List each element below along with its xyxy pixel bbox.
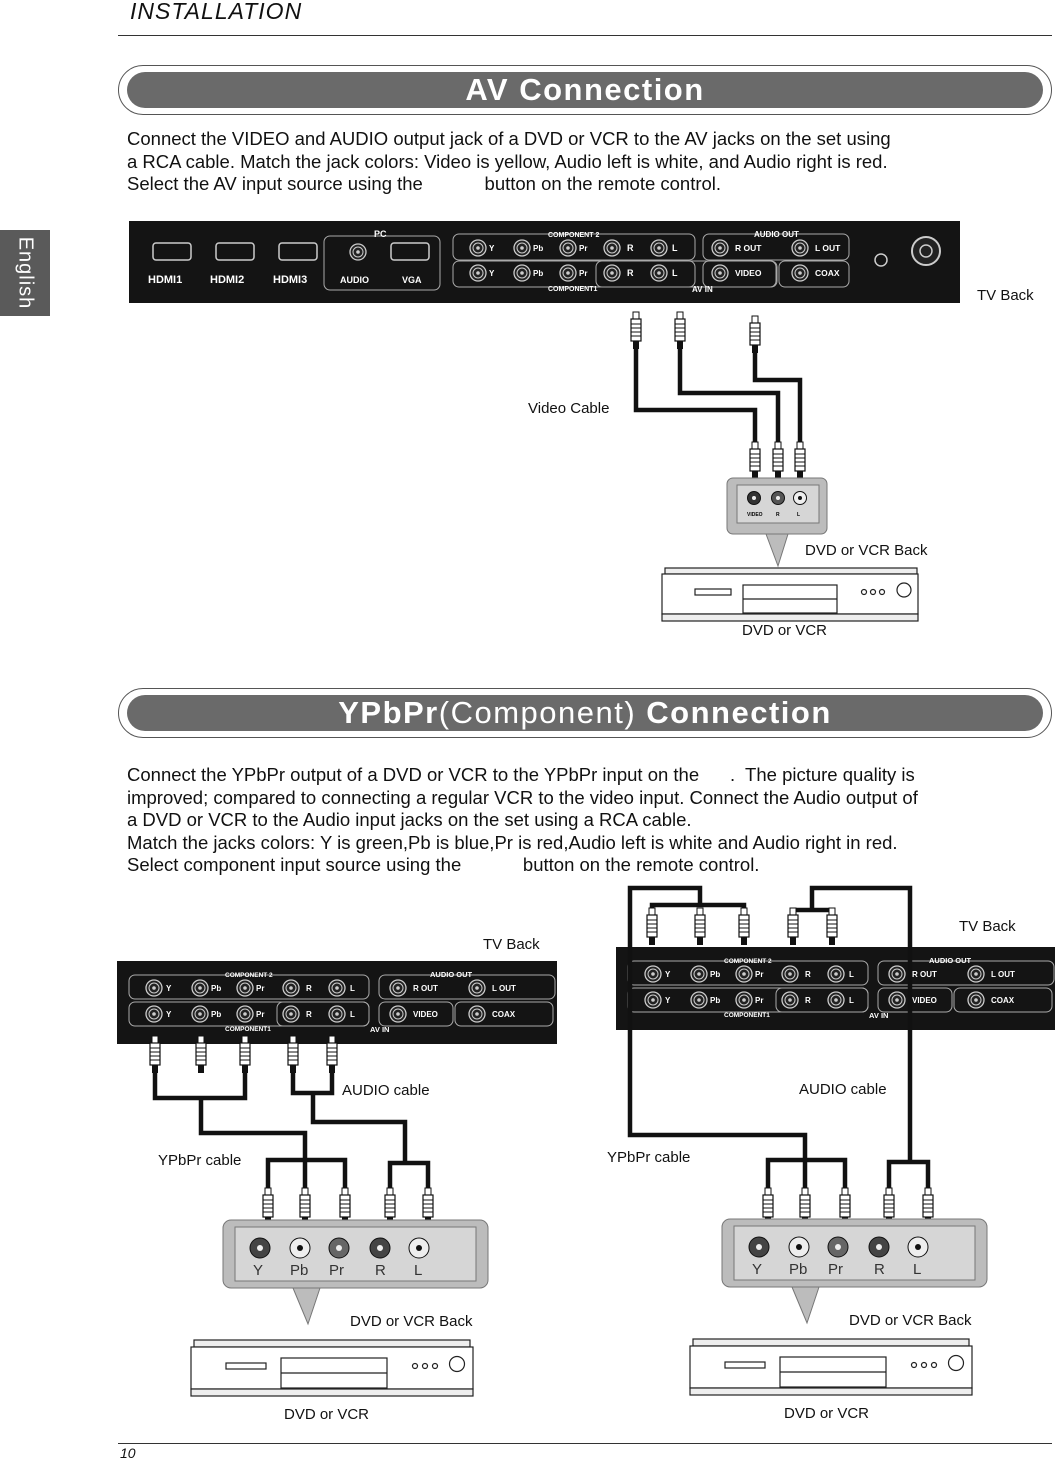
ypbpr-instruction-line: Select component input source using the … <box>127 854 760 875</box>
video-cable-label: Video Cable <box>528 400 610 417</box>
audio-out-label: AUDIO OUT <box>754 230 799 239</box>
svg-text:Y: Y <box>489 269 495 278</box>
hdmi2-port <box>215 242 255 261</box>
ypbpr-instruction-line: Connect the YPbPr output of a DVD or VCR… <box>127 764 915 785</box>
svg-text:VIDEO: VIDEO <box>735 268 762 278</box>
av-dvd-label: DVD or VCR <box>742 622 828 639</box>
ypbpr-instruction-line: Match the jacks colors: Y is green,Pb is… <box>127 831 898 853</box>
footer-rule <box>118 1443 1052 1444</box>
av-in-label: AV IN <box>692 285 713 294</box>
page-header: INSTALLATION <box>130 0 303 24</box>
left-ypbpr-cable-label: YPbPr cable <box>158 1152 242 1169</box>
svg-text:Pr: Pr <box>579 269 587 278</box>
hdmi3-label: HDMI3 <box>273 274 307 286</box>
hdmi1-port <box>152 242 192 261</box>
svg-text:Pb: Pb <box>533 269 543 278</box>
svg-text:L OUT: L OUT <box>815 243 841 253</box>
ypbpr-connection-title: YPbPr(Component) Connection <box>338 695 832 730</box>
svg-text:R: R <box>776 512 780 518</box>
av-tv-back-label: TV Back <box>977 287 1034 304</box>
svg-text:VIDEO: VIDEO <box>747 512 763 518</box>
svg-text:COAX: COAX <box>815 268 840 278</box>
left-dvd-player-illustration <box>190 1339 474 1397</box>
svg-text:Pb: Pb <box>533 244 543 253</box>
left-dvd-label: DVD or VCR <box>284 1406 370 1423</box>
left-tv-back-label: TV Back <box>483 936 540 953</box>
ypbpr-instructions: Connect the YPbPr output of a DVD or VCR… <box>127 764 918 877</box>
av-video-cable <box>633 347 803 445</box>
svg-text:R: R <box>627 268 634 278</box>
right-dvd-output-panel <box>721 1218 988 1324</box>
svg-text:Pr: Pr <box>579 244 587 253</box>
left-cables <box>152 1072 431 1195</box>
left-dvd-output-panel <box>222 1219 489 1325</box>
header-rule <box>118 35 1052 36</box>
right-dvd-back-label: DVD or VCR Back <box>849 1312 972 1329</box>
ypbpr-connection-banner: YPbPr(Component) Connection <box>118 688 1052 738</box>
antenna-jack <box>911 236 941 266</box>
av-dvd-back-label: DVD or VCR Back <box>805 542 928 559</box>
right-audio-cable-label: AUDIO cable <box>799 1081 887 1098</box>
hdmi3-port <box>278 242 318 261</box>
av-connection-title: AV Connection <box>465 72 705 107</box>
av-instruction-line: Select the AV input source using the but… <box>127 173 722 194</box>
ypbpr-instruction-line: improved; compared to connecting a regul… <box>127 786 918 808</box>
right-dvd-label: DVD or VCR <box>784 1405 870 1422</box>
left-audio-cable-label: AUDIO cable <box>342 1082 430 1099</box>
ypbpr-instruction-line: a DVD or VCR to the Audio input jacks on… <box>127 809 692 830</box>
av-connection-banner: AV Connection <box>118 65 1052 115</box>
component2-label: COMPONENT 2 <box>548 232 599 239</box>
vga-port <box>390 242 430 261</box>
svg-text:R OUT: R OUT <box>735 243 762 253</box>
hdmi1-label: HDMI1 <box>148 274 182 286</box>
right-tv-back-panel <box>616 947 1055 1030</box>
left-dvd-back-label: DVD or VCR Back <box>350 1313 473 1330</box>
vga-label: VGA <box>402 275 422 285</box>
svg-text:Y: Y <box>489 244 495 253</box>
pc-label: PC <box>374 229 387 239</box>
av-instruction-line: Connect the VIDEO and AUDIO output jack … <box>127 128 891 149</box>
dvd-player-illustration <box>661 567 919 622</box>
headphone-jack <box>874 253 888 267</box>
svg-text:R: R <box>627 243 634 253</box>
hdmi2-label: HDMI2 <box>210 274 244 286</box>
right-tv-back-label: TV Back <box>959 918 1016 935</box>
left-tv-back-panel <box>117 961 557 1044</box>
language-tab: English <box>0 230 50 316</box>
av-instruction-line: a RCA cable. Match the jack colors: Vide… <box>127 150 888 172</box>
tv-back-panel <box>129 221 960 303</box>
right-dvd-player-illustration <box>689 1338 973 1396</box>
svg-text:L: L <box>797 512 800 518</box>
pc-audio-label: AUDIO <box>340 275 369 285</box>
right-ypbpr-cable-label: YPbPr cable <box>607 1149 691 1166</box>
page-number: 10 <box>120 1445 136 1461</box>
svg-text:L: L <box>672 243 678 253</box>
svg-text:L: L <box>672 268 678 278</box>
av-connection-diagram: HDMI1 HDMI2 HDMI3 PC AUDIO VGA COMPONENT… <box>129 221 960 622</box>
component1-label: COMPONENT1 <box>548 286 598 293</box>
right-cables <box>627 885 931 1195</box>
av-instructions: Connect the VIDEO and AUDIO output jack … <box>127 128 891 196</box>
